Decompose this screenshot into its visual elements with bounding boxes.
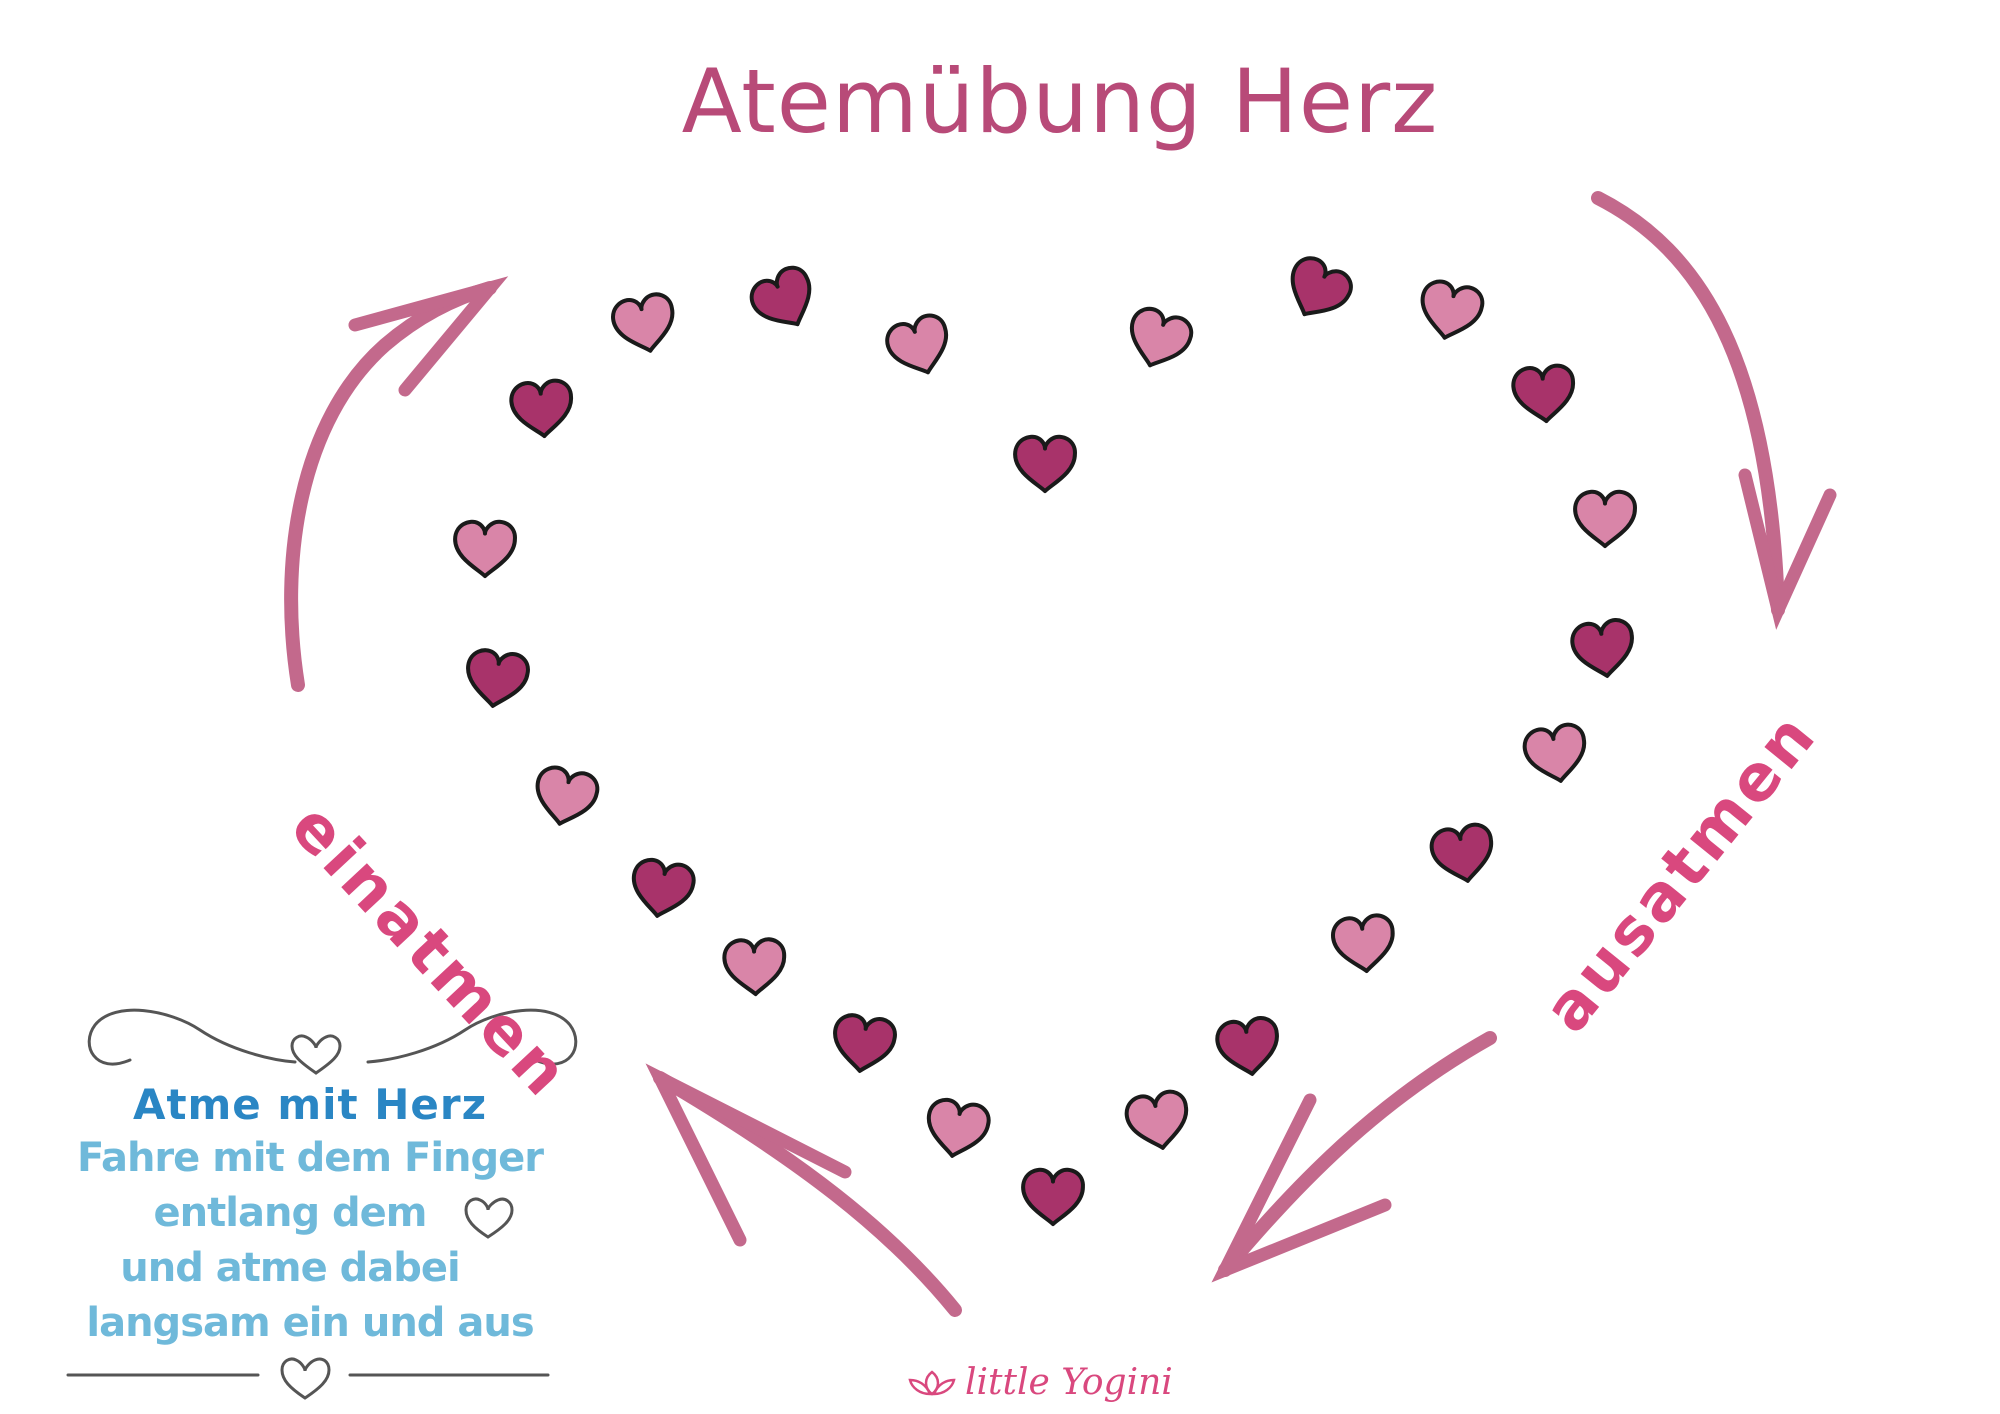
arrow-icon: [645, 1063, 962, 1317]
page-title: Atemübung Herz: [681, 50, 1439, 153]
heart-icon: [1512, 364, 1576, 423]
heart-icon: [830, 1013, 897, 1075]
instruction-line-2: entlang dem: [153, 1190, 428, 1236]
arrow-icon: [284, 276, 509, 692]
brand-logo-text: little Yogini: [965, 1362, 1173, 1403]
heart-icon: [510, 379, 574, 438]
heart-icon: [1415, 278, 1485, 344]
heart-icon: [883, 311, 957, 381]
flourish-divider: [66, 1357, 550, 1400]
heart-icon: [463, 648, 530, 710]
heart-icon: [628, 857, 696, 921]
heart-icon: [610, 291, 680, 357]
heart-icon: [290, 1034, 342, 1075]
heart-icon: [923, 1097, 991, 1161]
heart-icon: [1215, 1016, 1282, 1078]
heart-icon: [1023, 1170, 1083, 1224]
instruction-heading: Atme mit Herz: [132, 1080, 488, 1129]
arrow-icon: [1211, 1031, 1497, 1283]
heart-icon: [746, 262, 824, 338]
heart-icon: [530, 764, 600, 830]
heart-icon: [1015, 437, 1075, 491]
heart-icon: [1331, 914, 1396, 974]
heart-icon: [1570, 618, 1637, 680]
lotus-icon: [908, 1370, 956, 1396]
heart-icon: [724, 939, 786, 995]
heart-icon: [455, 522, 515, 576]
heart-icon: [1429, 822, 1497, 886]
heart-icon: [280, 1357, 331, 1400]
heart-icon: [464, 1197, 514, 1239]
arrow-icon: [1591, 191, 1837, 630]
instruction-line-3: und atme dabei: [120, 1245, 460, 1291]
heart-icon: [1575, 492, 1635, 546]
flourish-divider: [87, 1008, 578, 1075]
heart-icon: [1522, 722, 1590, 786]
heart-icon: [1122, 304, 1196, 374]
instruction-line-1: Fahre mit dem Finger: [76, 1135, 544, 1181]
heart-icon: [1124, 1089, 1192, 1153]
heart-icon: [1278, 252, 1356, 328]
instruction-line-4: langsam ein und aus: [86, 1300, 534, 1346]
